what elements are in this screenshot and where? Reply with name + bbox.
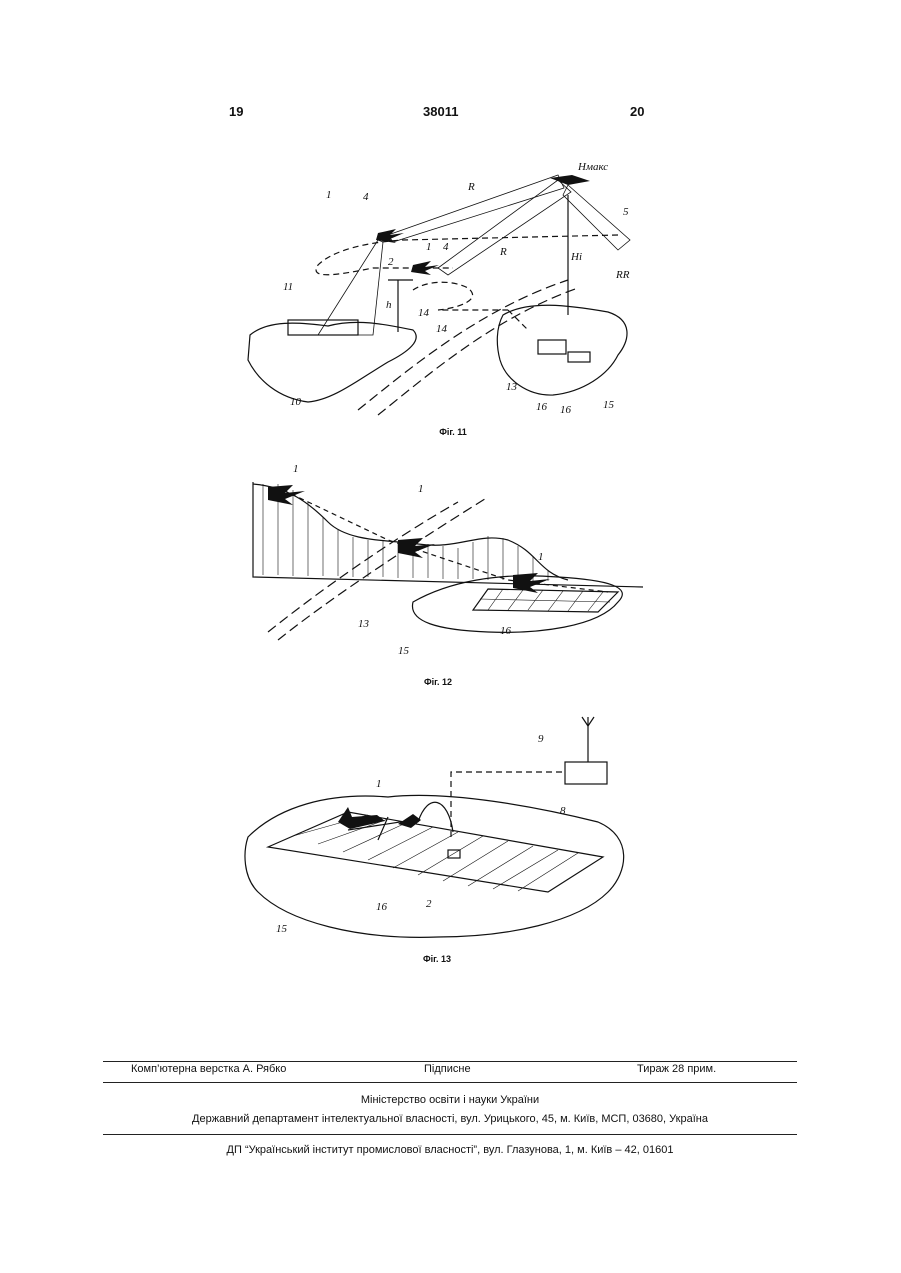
fig12-label-15: 15	[398, 645, 410, 657]
fig11-label-1a: 1	[326, 189, 332, 201]
fig11-label-R-lower: R	[499, 246, 507, 258]
fig11-label-R-upper: R	[467, 181, 475, 193]
fig11-label-h: h	[386, 299, 392, 311]
fig13-label-1: 1	[376, 778, 382, 790]
footer-department: Державний департамент інтелектуальної вл…	[103, 1113, 797, 1125]
fig11-label-Hi: Hi	[570, 251, 582, 263]
footer-layout-credit: Комп’ютерна верстка А. Рябко	[131, 1063, 286, 1075]
fig11-label-11: 11	[283, 281, 293, 293]
figure-13-caption: Фіг. 13	[397, 954, 477, 964]
fig11-label-16b: 16	[560, 404, 572, 416]
fig12-label-13: 13	[358, 618, 370, 630]
fig11-label-10: 10	[290, 396, 302, 408]
fig11-label-5: 5	[623, 206, 629, 218]
fig13-label-8: 8	[560, 805, 566, 817]
fig11-label-4b: 4	[443, 241, 449, 253]
figure-11-drawing: 1 4 R Нмакс 5 2 1 4 R Hi RR 11 h 14 14 1…	[238, 140, 648, 425]
patent-number: 38011	[423, 104, 458, 119]
fig11-label-13: 13	[506, 381, 518, 393]
footer-rule-top	[103, 1061, 797, 1062]
footer-signed: Підписне	[424, 1063, 471, 1075]
figure-11: 1 4 R Нмакс 5 2 1 4 R Hi RR 11 h 14 14 1…	[238, 140, 648, 425]
footer-rule-bottom	[103, 1134, 797, 1135]
figure-13-drawing: 9 8 1 15 16 2	[238, 712, 648, 952]
page-number-left: 19	[229, 104, 243, 119]
footer-ministry: Міністерство освіти і науки України	[103, 1094, 797, 1106]
fig11-label-16a: 16	[536, 401, 548, 413]
fig11-label-14b: 14	[436, 323, 448, 335]
fig11-label-RR: RR	[615, 269, 630, 281]
fig13-label-15: 15	[276, 923, 288, 935]
footer-rule-middle	[103, 1082, 797, 1083]
fig11-label-14a: 14	[418, 307, 430, 319]
page-number-right: 20	[630, 104, 644, 119]
fig11-label-4a: 4	[363, 191, 369, 203]
footer-institute: ДП “Український інститут промислової вла…	[103, 1144, 797, 1156]
figure-11-caption: Фіг. 11	[413, 427, 493, 437]
fig12-label-1b: 1	[418, 483, 424, 495]
figure-12: 1 1 1 13 16 15	[238, 462, 648, 662]
fig11-label-15: 15	[603, 399, 615, 411]
fig12-label-1c: 1	[538, 551, 544, 563]
fig12-label-1a: 1	[293, 463, 299, 475]
fig13-label-9: 9	[538, 733, 544, 745]
footer-circulation: Тираж 28 прим.	[637, 1063, 716, 1075]
fig11-label-1b: 1	[426, 241, 432, 253]
figure-12-caption: Фіг. 12	[398, 677, 478, 687]
figure-12-drawing: 1 1 1 13 16 15	[238, 462, 648, 662]
fig13-label-16: 16	[376, 901, 388, 913]
fig13-label-2: 2	[426, 898, 432, 910]
fig11-label-Hmax: Нмакс	[577, 161, 608, 173]
figure-13: 9 8 1 15 16 2	[238, 712, 648, 952]
fig11-label-2: 2	[388, 256, 394, 268]
fig12-label-16: 16	[500, 625, 512, 637]
